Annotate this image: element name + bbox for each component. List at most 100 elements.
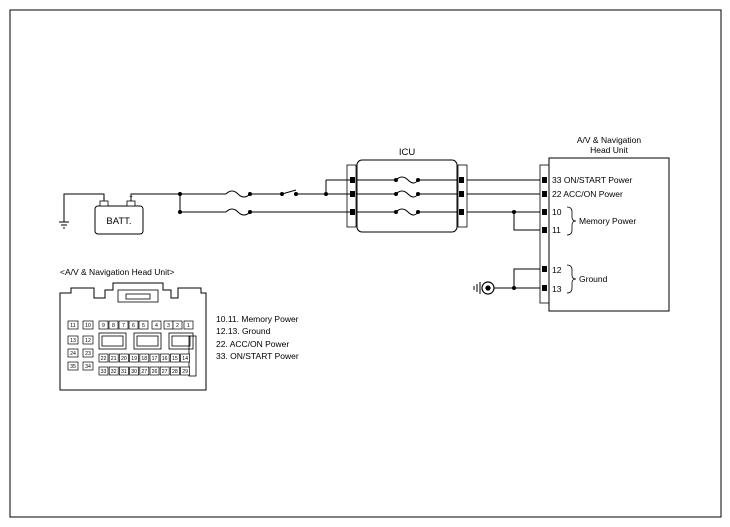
pin-cell [108,320,119,330]
pin-number: 6 [132,323,135,329]
pin-number: 16 [162,356,168,362]
pin-cell [82,335,94,345]
pin-number: 34 [85,364,91,370]
legend-line: 33. ON/START Power [216,351,299,361]
pin-number: 5 [142,323,145,329]
pin-number: 14 [182,356,188,362]
pin-cell [98,366,109,376]
pin-number: 22 [101,356,107,362]
pin-cell [180,353,190,363]
memory-power-label: Memory Power [579,216,636,226]
pin-cell [172,320,183,330]
pin-cell [98,353,109,363]
pin-cell [82,361,94,371]
icu-right-connector [457,164,468,228]
legend-line: 10.11. Memory Power [216,314,299,324]
pin-cell [108,353,119,363]
ground-wires [494,268,540,289]
icu-box [356,159,458,233]
pin-number: 8 [112,323,115,329]
pin-number: 1 [187,323,190,329]
memory-brace [566,206,577,236]
pin-11-label: 11 [552,225,561,235]
pin-number: 35 [70,364,76,370]
battery-ground-wire [59,193,105,229]
head-unit-box [548,157,670,312]
pin-cell [82,320,94,330]
icu-fuse-junctions [394,178,420,214]
legend-line: 22. ACC/ON Power [216,339,289,349]
head-unit: A/V & Navigation Head Unit [539,135,670,312]
pin-cell [149,366,160,376]
battery-box [94,205,144,235]
battery-label: BATT. [106,216,131,227]
pin-number: 7 [122,323,125,329]
battery: BATT. - + [94,195,144,235]
pin-cell [170,366,180,376]
pin-cell [139,353,150,363]
connector-title: <A/V & Navigation Head Unit> [60,267,174,277]
connector-latch [117,289,159,303]
pin-cell [82,348,94,358]
pin-number: 20 [121,356,127,362]
pin-number: 19 [131,356,137,362]
battery-positive-wires [130,179,352,216]
pin-number: 31 [121,369,127,375]
connector-large-cavities [98,332,194,350]
icu-label: ICU [399,147,416,158]
pin-cell [138,320,149,330]
pin-number: 18 [141,356,147,362]
pin-number: 27 [162,369,168,375]
pin-cell [98,320,109,330]
pin-cell [149,353,160,363]
pin-number: 13 [70,338,76,344]
pin-33-label: 33 ON/START Power [552,175,632,185]
pin-cell [129,366,139,376]
pin-cell [119,353,129,363]
icu-pins [350,177,464,215]
page-frame [9,9,722,518]
pin-cell [180,366,190,376]
pin-number: 23 [85,351,91,357]
pin-number: 3 [167,323,170,329]
pin-cell [139,366,150,376]
pin-10-label: 10 [552,207,562,217]
pin-cell [118,320,129,330]
pin-22-label: 22 ACC/ON Power [552,189,623,199]
ground-eyelet-icon [473,281,495,295]
pin-cell [67,335,79,345]
pin-number: 32 [111,369,117,375]
battery-plus-terminal [126,200,136,207]
pin-number: 26 [152,369,158,375]
pin-cell [170,353,180,363]
head-unit-title-line1: A/V & Navigation [577,135,642,145]
pin-number: 27 [141,369,147,375]
pin-cell [67,361,79,371]
pin-number: 28 [172,369,178,375]
pin-number: 4 [155,323,158,329]
pin-number: 12 [85,338,91,344]
memory-junction [512,210,516,214]
pin-cell [183,320,194,330]
pin-number: 24 [70,351,76,357]
pin-number: 2 [176,323,179,329]
head-unit-pins [542,177,547,291]
pin-number: 33 [101,369,107,375]
icu-left-connector [346,164,357,228]
pin-cell [159,353,170,363]
pin-cell [151,320,162,330]
ground-brace [566,264,577,294]
legend-line: 12.13. Ground [216,326,271,336]
pin-cell [129,353,139,363]
ground-junction [512,286,516,290]
pin-cell [159,366,170,376]
pin-13-label: 13 [552,284,562,294]
battery-wire-junctions [178,192,328,214]
pin-cell [119,366,129,376]
pin-number: 10 [85,323,91,329]
head-unit-connector [539,164,550,304]
connector-housing [59,282,207,391]
pin-cell [67,320,79,330]
pin-number: 21 [111,356,117,362]
